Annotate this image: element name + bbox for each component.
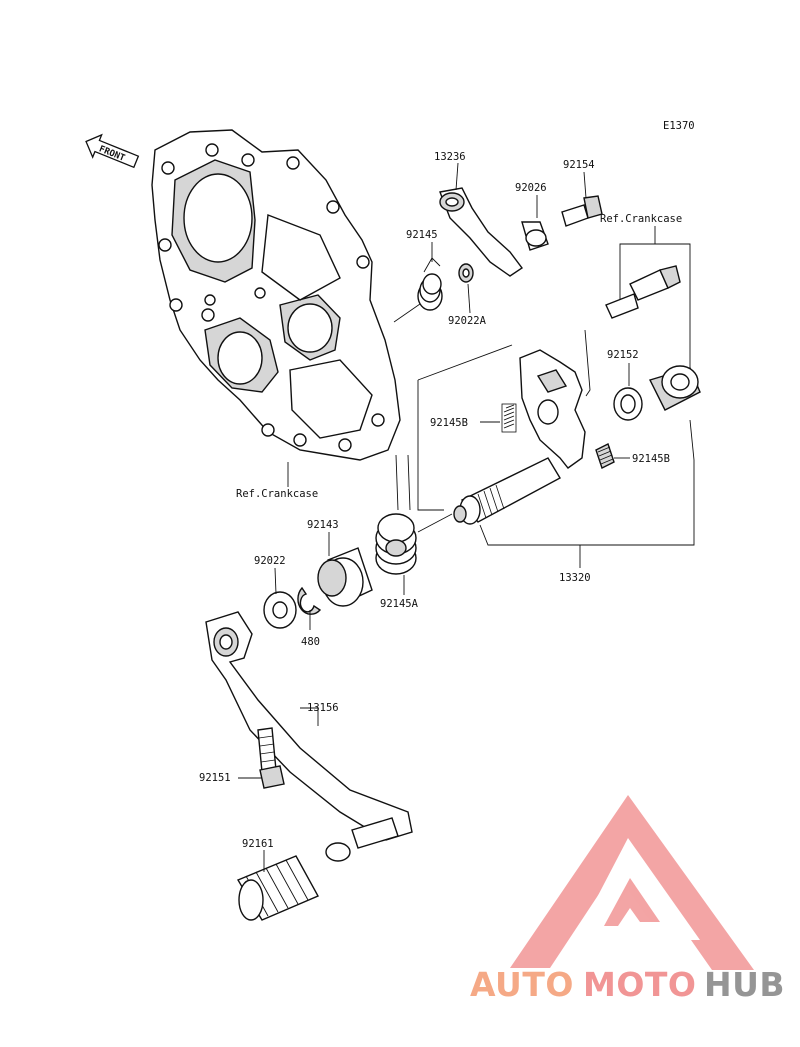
front-arrow-icon: FRONT [85,133,140,169]
part-13156-label: 13156 [307,702,339,714]
part-92022A-label: 92022A [448,315,487,327]
part-13320-label: 13320 [559,572,591,584]
ref-crankcase-top: Ref.Crankcase [600,213,682,225]
shift-pedal-13156 [205,611,413,849]
spring-92145B-right [595,443,615,469]
pedal-rubber-92161 [236,842,351,921]
crankcase-cover [151,129,401,461]
pivot-bolt [605,265,681,319]
automotohub-logo: AUTO MOTO HUB [470,795,785,1004]
part-13236-label: 13236 [434,151,466,163]
part-92022-label: 92022 [254,555,286,567]
washer-92022 [263,591,297,629]
washer-92022A [458,263,474,283]
logo-text-hub: HUB [704,965,785,1004]
spring-92145A [375,454,417,575]
part-92145B-left-label: 92145B [430,417,468,429]
bolt-92154 [561,195,603,227]
part-92143-label: 92143 [307,519,339,531]
part-480-label: 480 [301,636,320,648]
diagram-code: E1370 [663,120,695,132]
part-92026-label: 92026 [515,182,547,194]
spring-92145B-left [501,403,517,433]
bolt-92151 [257,727,285,789]
bearing-92152 [613,365,701,421]
ref-crankcase-bottom: Ref.Crankcase [236,488,318,500]
logo-text-moto: MOTO [583,965,696,1004]
part-92145B-right-label: 92145B [632,453,670,465]
part-92145-label: 92145 [406,229,438,241]
shift-lever-13236 [439,187,524,277]
collar-92143 [317,547,373,607]
part-92161-label: 92161 [242,838,274,850]
part-92151-label: 92151 [199,772,231,784]
part-92152-label: 92152 [607,349,639,361]
spring-92145 [417,257,443,311]
shift-shaft-13320 [453,349,586,525]
washer-92026 [521,221,549,251]
circlip-480 [297,586,322,615]
part-92154-label: 92154 [563,159,595,171]
part-92145A-label: 92145A [380,598,419,610]
logo-text-auto: AUTO [470,965,574,1004]
